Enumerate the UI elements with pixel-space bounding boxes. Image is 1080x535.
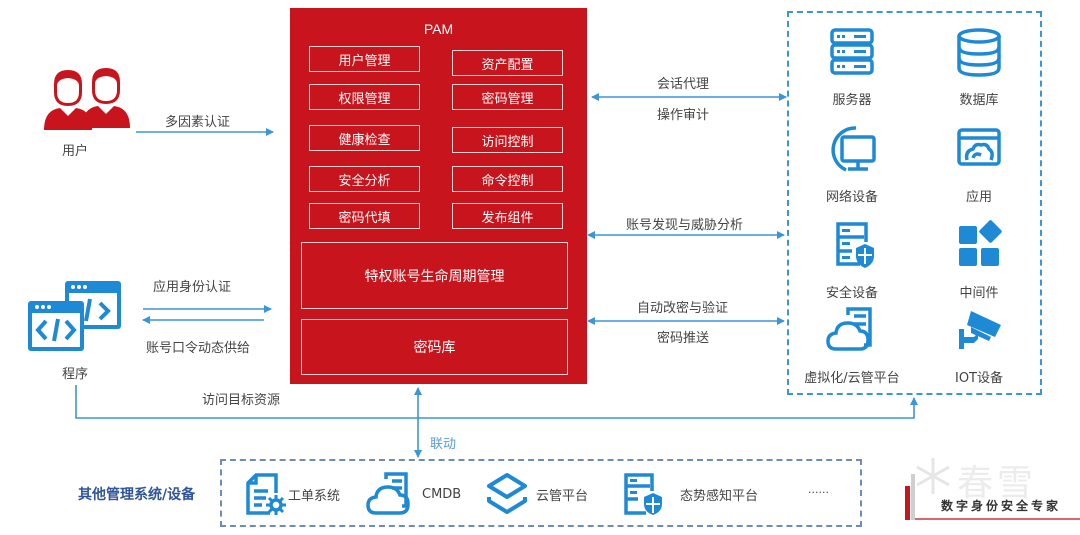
mfa-label: 多因素认证 [165, 115, 231, 130]
module-asset-config: 资产配置 [452, 50, 563, 76]
target-application-label: 应用 [965, 190, 992, 205]
target-middleware: 中间件 [924, 220, 1034, 301]
cloud-platform-label: 云管平台 [536, 488, 589, 504]
cmdb-label: CMDB [422, 486, 462, 502]
brand-slogan: 数字身份安全专家 [941, 499, 1062, 513]
module-user-management: 用户管理 [309, 46, 420, 72]
brand-bar-gray [911, 474, 915, 520]
target-server: 服务器 [797, 27, 907, 108]
brand-bar-red [905, 486, 910, 520]
user-label: 用户 [62, 144, 89, 159]
target-iot-device: IOT设备 [924, 305, 1034, 386]
other-cmdb: CMDB [366, 471, 461, 517]
access-target-label: 访问目标资源 [202, 393, 281, 408]
situation-awareness-label: 态势感知平台 [680, 488, 759, 504]
linkage-label: 联动 [430, 437, 457, 452]
layers-icon [487, 473, 527, 514]
security-device-icon [624, 473, 662, 515]
other-ticket-system: 工单系统 [242, 471, 340, 517]
discovery-label: 账号发现与威胁分析 [626, 218, 744, 233]
target-network-device: 网络设备 [797, 124, 907, 205]
target-server-label: 服务器 [832, 93, 872, 108]
program-label: 程序 [62, 367, 89, 382]
app-auth-label: 应用身份认证 [153, 280, 232, 295]
module-publish-component: 发布组件 [452, 203, 563, 229]
target-network-device-label: 网络设备 [825, 190, 878, 205]
target-application: 应用 [924, 124, 1034, 205]
cloud-server-icon [826, 307, 872, 351]
module-password-fill: 密码代填 [309, 203, 420, 229]
pam-platform: PAM 用户管理 权限管理 健康检查 安全分析 密码代填 资产配置 密码管理 访… [290, 8, 587, 384]
target-cloud-platform: 虚拟化/云管平台 [797, 305, 907, 386]
other-cloud-platform: 云管平台 [484, 471, 588, 517]
module-password-vault: 密码库 [301, 319, 568, 375]
pam-title: PAM [423, 21, 454, 37]
other-systems-group: 工单系统 CMDB 云管平台 态势感知平台 [220, 459, 862, 527]
other-situation-awareness: 态势感知平台 [620, 471, 758, 517]
user-actor: 用户 [40, 68, 140, 159]
target-security-device: 安全设备 [797, 220, 907, 301]
rotation-label: 自动改密与验证 [637, 301, 729, 316]
session-proxy-label: 会话代理 [657, 77, 710, 92]
audit-label: 操作审计 [657, 108, 710, 123]
security-device-icon [836, 222, 874, 268]
module-access-control: 访问控制 [452, 127, 563, 153]
code-window-icon [28, 281, 121, 351]
brand-logo: 春雪 数字身份安全专家 [905, 452, 1080, 527]
target-cloud-platform-label: 虚拟化/云管平台 [804, 371, 900, 386]
target-resources-group: 服务器 数据库 网络设备 应用 [787, 11, 1042, 395]
target-middleware-label: 中间件 [959, 286, 999, 301]
brand-underline [915, 518, 1080, 520]
brand-name: 春雪 [957, 463, 1038, 504]
others-title: 其他管理系统/设备 [78, 487, 196, 503]
database-icon [957, 28, 1001, 77]
target-iot-device-label: IOT设备 [954, 371, 1003, 386]
snowflake-icon [916, 458, 950, 494]
target-database: 数据库 [924, 27, 1034, 108]
server-icon [830, 28, 874, 75]
module-security-analysis: 安全分析 [309, 166, 420, 192]
module-command-control: 命令控制 [452, 166, 563, 192]
ticket-system-label: 工单系统 [288, 488, 341, 504]
target-security-device-label: 安全设备 [825, 286, 878, 301]
more-ellipsis: ...... [808, 483, 829, 496]
application-icon [957, 128, 1001, 166]
camera-icon [959, 311, 1001, 349]
users-icon [44, 68, 130, 130]
module-health-check: 健康检查 [309, 125, 420, 151]
other-more: ...... [802, 483, 829, 496]
ticket-doc-icon [246, 473, 286, 515]
module-lifecycle-management: 特权账号生命周期管理 [301, 242, 568, 309]
cloud-server-icon [366, 472, 410, 515]
module-password-management: 密码管理 [452, 84, 563, 110]
credential-supply-label: 账号口令动态供给 [146, 341, 251, 356]
push-label: 密码推送 [657, 331, 710, 346]
module-permission-management: 权限管理 [309, 84, 420, 110]
network-device-icon [831, 126, 876, 172]
middleware-icon [959, 220, 1002, 266]
program-actor: 程序 [28, 281, 128, 382]
target-database-label: 数据库 [959, 93, 999, 108]
